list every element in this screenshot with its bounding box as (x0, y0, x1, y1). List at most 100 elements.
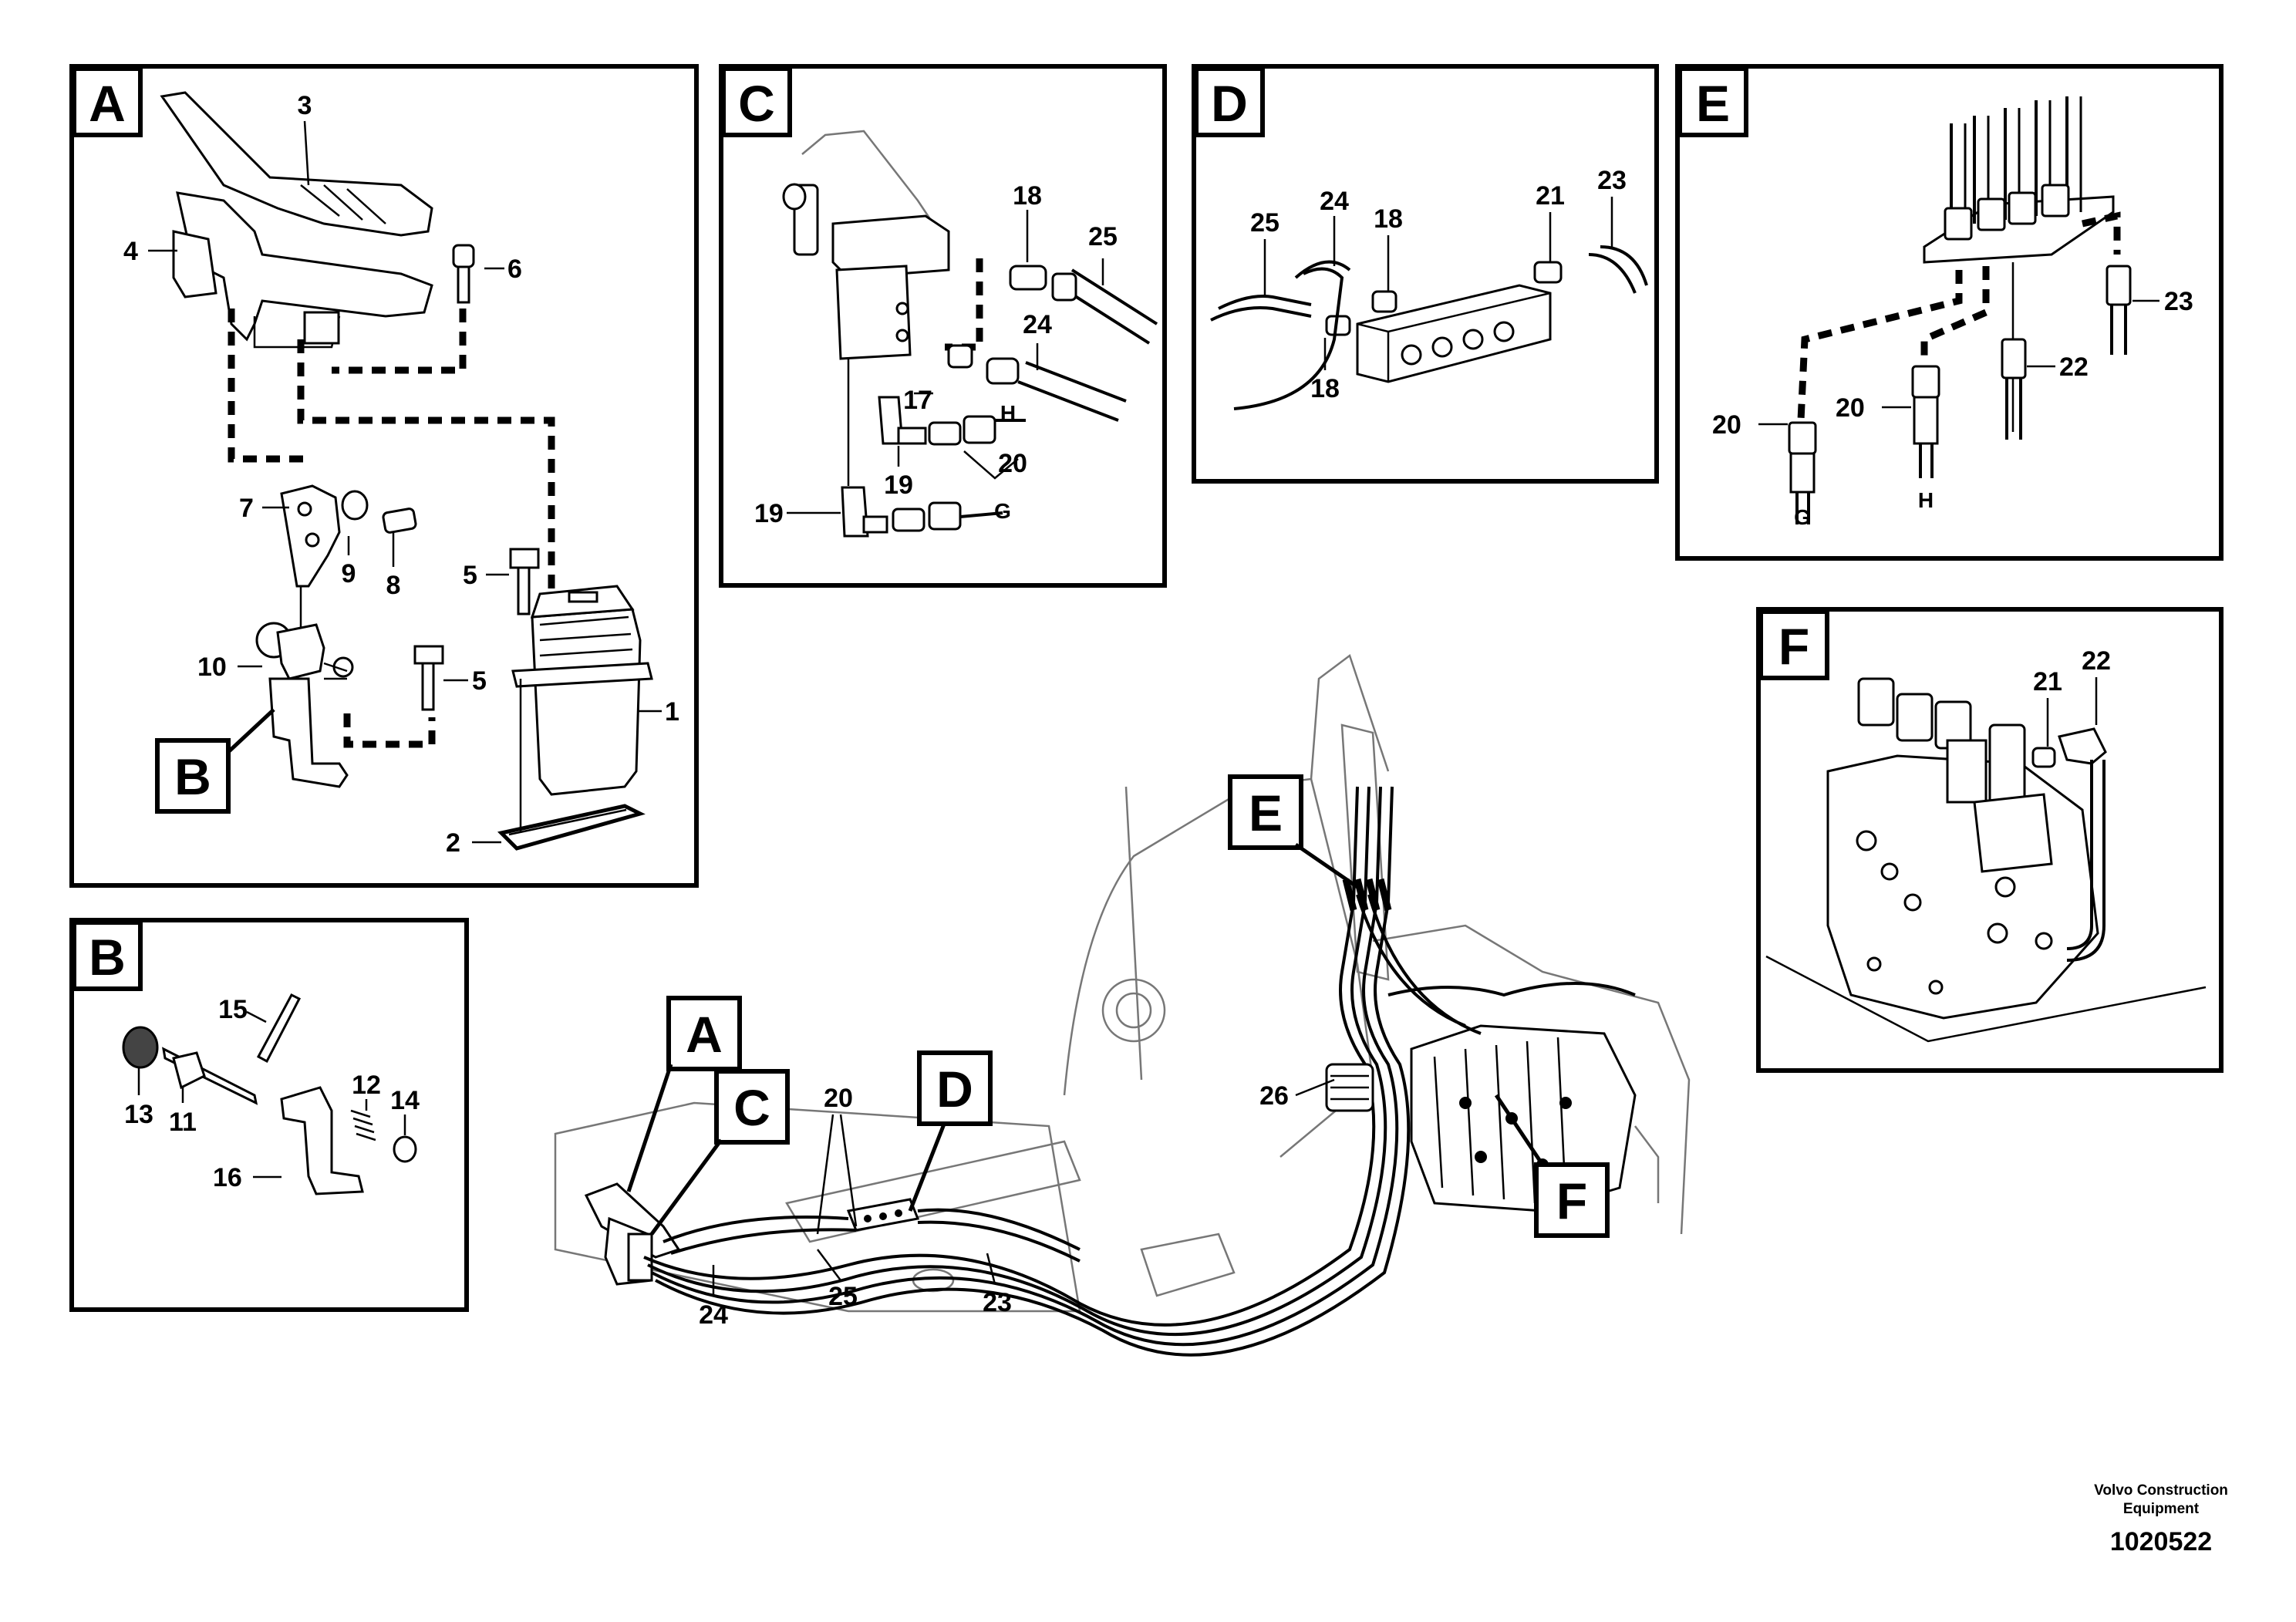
pilot-valve-drawing (511, 585, 653, 796)
panel-a-frame (69, 64, 699, 888)
pedal-small-drawing (584, 1182, 681, 1286)
overview-ref-e: E (1228, 774, 1359, 889)
manifold-drawing (1923, 96, 2115, 432)
callout: 15 (218, 995, 248, 1024)
callout: 7 (239, 494, 254, 523)
panel-d-frame (1192, 64, 1659, 484)
machine-overview: A C D E F 20 26 24 (554, 653, 1691, 1357)
callout: 11 (169, 1108, 197, 1137)
callout: 5 (472, 666, 487, 696)
callout: 6 (507, 255, 522, 284)
panel-f-frame (1756, 607, 2224, 1073)
block-small-drawing (846, 1198, 920, 1232)
callout: 23 (983, 1288, 1012, 1317)
callout: 25 (1088, 222, 1118, 251)
callouts-b: 15 12 14 13 11 16 (124, 995, 420, 1192)
svg-text:F: F (1556, 1172, 1587, 1229)
hose-fittings-drawing (841, 265, 1158, 538)
panel-c-frame (719, 64, 1167, 588)
bolt-drawing (413, 645, 444, 711)
callouts-a: 3 6 4 7 9 8 5 5 10 1 2 (123, 91, 679, 858)
routing-line (343, 713, 436, 748)
callout: 20 (998, 449, 1027, 478)
pedal-drawing (160, 91, 433, 349)
panel-d-tag-box (1194, 66, 1265, 137)
callout: 3 (298, 91, 312, 120)
svg-text:D: D (936, 1061, 973, 1118)
panel-c: C (719, 64, 1167, 588)
callouts-overview: 20 26 24 25 23 (699, 1078, 1335, 1330)
callout: 22 (2059, 352, 2089, 382)
callout-port: G (994, 499, 1011, 523)
callout: 25 (1250, 208, 1279, 238)
routing-line (297, 339, 555, 602)
panel-b-tag-box (72, 920, 143, 991)
panel-f: F 21 22 (1756, 607, 2224, 1073)
callout: 16 (213, 1163, 242, 1192)
callout: 23 (1597, 166, 1627, 195)
callout: 21 (2033, 667, 2062, 696)
panel-f-tag: F (1778, 618, 1809, 675)
callouts-e: 23 20 20 22 G H (1712, 287, 2193, 529)
panel-e-frame (1675, 64, 2224, 561)
machine-frame-drawing (554, 653, 1691, 1313)
overview-ref-a: A (626, 996, 742, 1192)
callout: 24 (1023, 310, 1052, 339)
gasket-drawing (497, 679, 646, 851)
routing-line (945, 258, 983, 351)
callout: 20 (1712, 410, 1741, 440)
callout-port: G (1794, 505, 1811, 529)
panel-a-tag: A (89, 75, 126, 132)
callout: 19 (884, 470, 913, 500)
bolt-drawing (509, 548, 540, 615)
panel-e-tag: E (1696, 75, 1730, 132)
callout: 19 (754, 499, 784, 528)
lever-parts-drawing (122, 993, 417, 1195)
callouts-f: 21 22 (2033, 646, 2111, 747)
publisher-line: Equipment (2123, 1501, 2200, 1517)
callout: 20 (824, 1084, 853, 1113)
callout: 13 (124, 1100, 153, 1129)
panel-c-tag: C (738, 75, 775, 132)
svg-text:A: A (686, 1006, 723, 1063)
panel-b-frame (69, 918, 469, 1312)
callout: 10 (197, 653, 227, 682)
hose-ends-drawing (1788, 265, 2132, 524)
callout: 4 (123, 237, 138, 266)
control-valve-drawing (1765, 677, 2207, 1043)
overview-ref-f: F (1494, 1094, 1610, 1238)
callout: 26 (1259, 1081, 1289, 1111)
panel-f-tag-box (1758, 609, 1829, 680)
callouts-d: 25 24 18 21 23 18 (1250, 166, 1627, 403)
panel-a-tag-box (72, 66, 143, 137)
panel-b-tag: B (89, 929, 126, 986)
hose-bundle-drawing (643, 786, 1636, 1357)
callout: 20 (1836, 393, 1865, 423)
svg-text:E: E (1249, 784, 1283, 841)
callout: 24 (1320, 187, 1349, 216)
routing-line (228, 309, 305, 463)
callout: 1 (665, 697, 679, 727)
bolt-drawing (452, 244, 475, 304)
publisher-line: Volvo Construction (2094, 1482, 2228, 1499)
panel-d: D 25 24 18 21 23 (1192, 64, 1659, 484)
callout: 18 (1374, 204, 1403, 234)
panel-c-tag-box (721, 66, 792, 137)
panel-a: A (69, 64, 699, 888)
svg-text:C: C (733, 1079, 770, 1136)
callouts-c: 18 25 24 17 H 19 20 19 G (754, 181, 1118, 528)
bracket-drawing (280, 484, 417, 644)
callout-port: H (1000, 401, 1016, 425)
overview-ref-d: D (908, 1050, 993, 1212)
figure-number: 1020522 (2110, 1527, 2212, 1556)
callout: 2 (446, 828, 460, 858)
callout: 18 (1310, 374, 1340, 403)
valve-block-drawing (782, 130, 950, 486)
detail-ref-b: B (155, 708, 275, 814)
panel-d-tag: D (1211, 75, 1248, 132)
callout: 18 (1013, 181, 1042, 211)
routing-line (2082, 211, 2121, 255)
overview-ref-c: C (649, 1069, 790, 1236)
panel-b: B 15 12 14 13 11 16 (69, 918, 469, 1312)
callout: 12 (352, 1071, 381, 1100)
